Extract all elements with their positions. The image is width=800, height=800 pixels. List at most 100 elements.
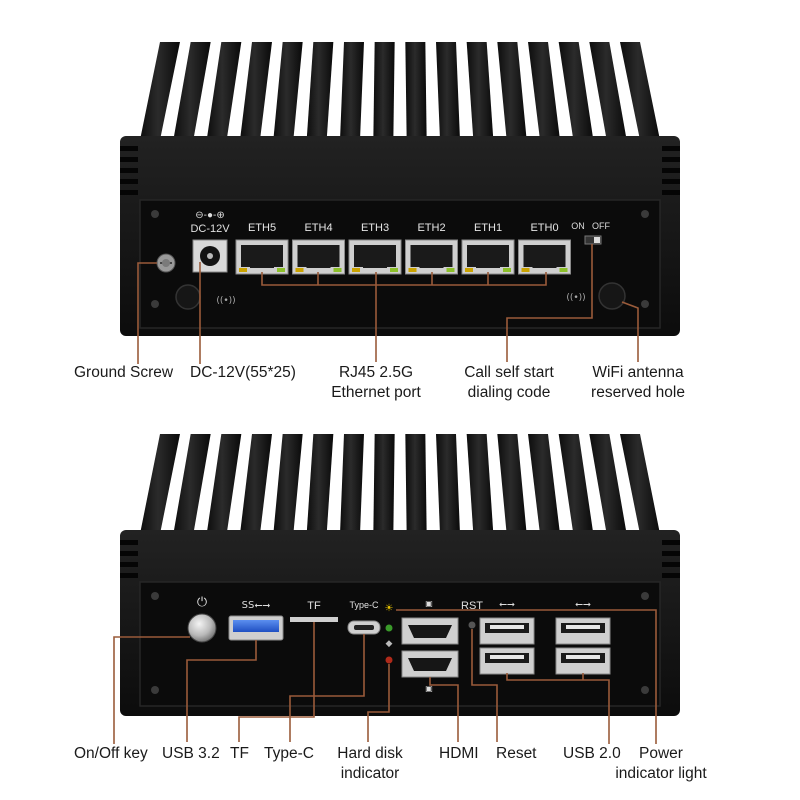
callout-typec: Type-C <box>264 745 314 762</box>
heatsink-fin <box>558 42 594 140</box>
dc-polarity-icon: ⊖-●-⊕ <box>195 210 224 221</box>
heatsink-fin <box>373 42 395 140</box>
ethernet-port: ETH0 <box>518 222 571 275</box>
heatsink-fin <box>405 434 427 534</box>
rst-label: RST <box>461 600 483 612</box>
heatsink-fin <box>273 42 303 140</box>
heatsink-fin <box>306 434 334 534</box>
side-groove <box>120 179 138 184</box>
heatsink-fin <box>373 434 395 534</box>
ethernet-port-label: ETH2 <box>417 222 445 234</box>
hdmi-port-bottom <box>401 650 459 678</box>
side-groove <box>662 562 680 567</box>
heatsink-fin <box>173 42 211 140</box>
callout-dc: DC-12V(55*25) <box>190 364 296 381</box>
ethernet-port-label: ETH4 <box>304 222 332 234</box>
callout-tf: TF <box>230 745 249 762</box>
heatsink-fin <box>240 42 272 140</box>
callout-rj45-line2: Ethernet port <box>331 384 421 401</box>
side-groove <box>120 573 138 578</box>
top-side-grooves <box>120 146 680 195</box>
callout-power-line1: Power <box>639 745 683 762</box>
callout-wifi-line2: reserved hole <box>591 384 685 401</box>
ethernet-port-label: ETH1 <box>474 222 502 234</box>
callout-ground-screw: Ground Screw <box>74 364 174 381</box>
switch-on-label: ON <box>571 221 585 231</box>
side-groove <box>120 157 138 162</box>
ethernet-port: ETH3 <box>348 222 402 275</box>
callout-onoff-key: On/Off key <box>74 745 148 762</box>
superspeed-usb-icon: SS⭠⭢ <box>242 600 271 611</box>
callout-hard-disk: Hard disk indicator <box>330 744 410 784</box>
usb20-port <box>555 617 611 645</box>
ethernet-port: ETH2 <box>405 222 458 275</box>
callout-hdmi: HDMI <box>439 745 479 762</box>
heatsink-fin <box>466 434 494 534</box>
bottom-device-front-panel: ⏻ SS⭠⭢ TF Type-C ☀ ◆ ▣ ▣ RST ⭠⭢ <box>120 434 680 716</box>
ethernet-port: ETH5 <box>235 222 289 275</box>
bottom-side-grooves <box>120 540 680 578</box>
callout-hdd-line1: Hard disk <box>337 745 403 762</box>
side-groove <box>120 562 138 567</box>
heatsink-fin <box>140 434 180 534</box>
ethernet-port-group: ETH5 ETH4 ETH3 ETH2 ETH1 ETH0 <box>235 222 571 275</box>
hdmi-bottom-icon: ▣ <box>425 684 433 693</box>
bottom-panel-screws <box>151 592 649 694</box>
heatsink-fin <box>436 42 460 140</box>
hdmi-port-top <box>401 617 459 645</box>
usb20-port <box>479 647 535 675</box>
side-groove <box>120 190 138 195</box>
switch-off-label: OFF <box>592 221 610 231</box>
ethernet-port-label: ETH3 <box>361 222 389 234</box>
top-panel-screws <box>151 210 649 308</box>
ethernet-port-label: ETH5 <box>248 222 276 234</box>
side-groove <box>662 179 680 184</box>
side-groove <box>662 168 680 173</box>
hdd-led <box>385 656 393 664</box>
heatsink-fin <box>206 42 242 140</box>
heatsink-fin <box>140 42 180 140</box>
ethernet-port: ETH1 <box>461 222 515 275</box>
tf-label: TF <box>307 600 321 612</box>
heatsink-fin <box>589 42 627 140</box>
hdd-led-icon: ◆ <box>386 639 393 649</box>
side-groove <box>120 168 138 173</box>
heatsink-fin <box>206 434 242 534</box>
typec-label: Type-C <box>349 600 379 610</box>
heatsink-fin <box>273 434 303 534</box>
side-groove <box>662 551 680 556</box>
tf-card-slot <box>290 617 338 622</box>
callout-wifi-line1: WiFi antenna <box>592 364 684 381</box>
ground-screw <box>156 253 176 273</box>
callout-call-line1: Call self start <box>464 364 554 381</box>
heatsink-fin <box>173 434 211 534</box>
reset-button <box>468 621 476 629</box>
heatsink-fin <box>436 434 460 534</box>
wifi-antenna-hole <box>598 282 626 310</box>
heatsink-fin <box>589 434 627 534</box>
dc-label: DC-12V <box>190 223 230 235</box>
top-callout-lines <box>137 244 639 364</box>
side-groove <box>662 573 680 578</box>
auto-start-switch <box>584 235 602 245</box>
top-round-knob <box>175 284 201 310</box>
power-led <box>385 624 393 632</box>
heatsink-fin <box>340 42 364 140</box>
wifi-small-icon: ((•)) <box>216 296 235 306</box>
callout-power-indicator: Power indicator light <box>606 744 716 784</box>
callout-power-line2: indicator light <box>615 765 707 782</box>
hdmi-top-icon: ▣ <box>425 599 433 608</box>
heatsink-fin <box>620 434 660 534</box>
heatsink-fin <box>558 434 594 534</box>
side-groove <box>662 157 680 162</box>
usb20-port <box>555 647 611 675</box>
callout-reset: Reset <box>496 745 537 762</box>
callout-rj45-line1: RJ45 2.5G <box>338 364 414 381</box>
side-groove <box>662 190 680 195</box>
usb-icon-left: ⭠⭢ <box>499 599 515 610</box>
power-led-icon: ☀ <box>385 603 394 614</box>
side-groove <box>120 540 138 545</box>
power-button <box>187 613 217 643</box>
